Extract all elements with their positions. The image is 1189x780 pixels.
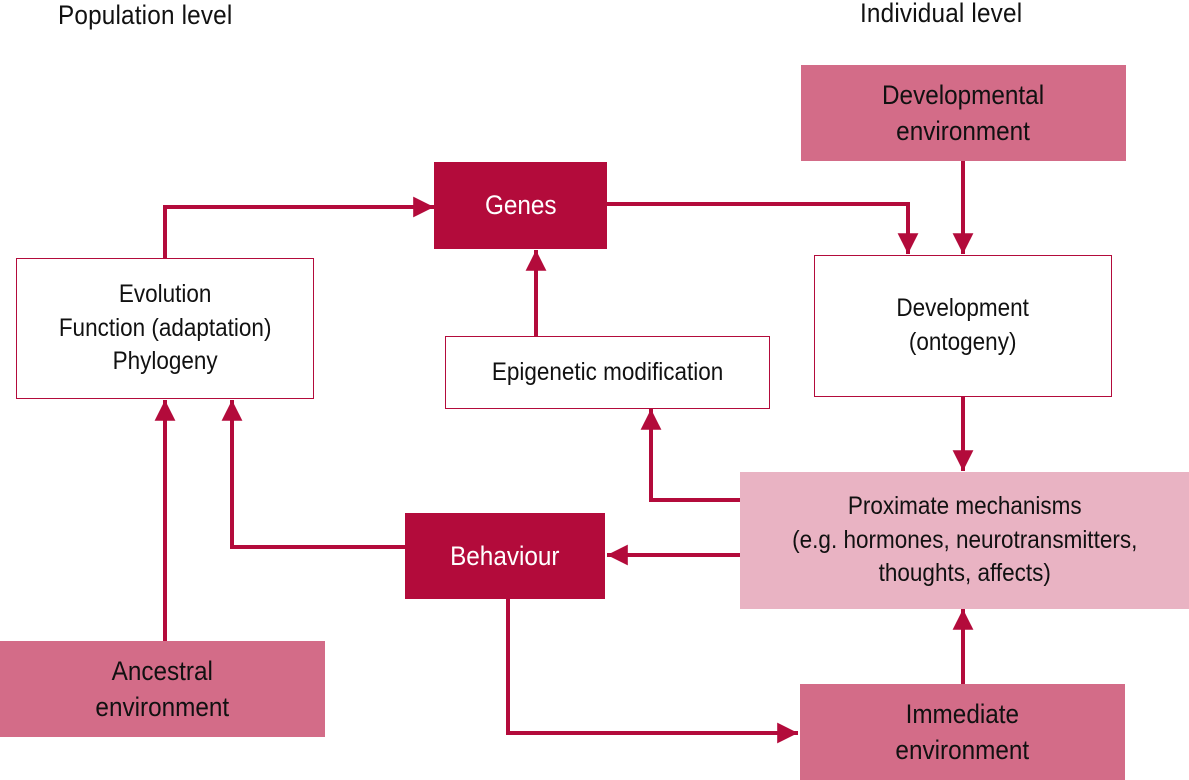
edge-proximate-to-epigenetic — [640, 409, 740, 502]
node-development-label: Development (ontogeny) — [896, 294, 1030, 356]
population-level-label: Population level — [58, 0, 233, 30]
node-development: Development (ontogeny) — [814, 255, 1112, 397]
node-genes: Genes — [434, 162, 607, 249]
node-immediate-environment-label: Immediate environment — [895, 698, 1030, 765]
edge-evolution-to-genes — [163, 196, 434, 258]
individual-level-label: Individual level — [860, 0, 1023, 28]
node-ancestral-environment-label: Ancestral environment — [95, 655, 230, 722]
edge-behaviour-to-immediate — [506, 598, 798, 744]
node-proximate-mechanisms-label: Proximate mechanisms (e.g. hormones, neu… — [791, 491, 1138, 588]
node-epigenetic-modification: Epigenetic modification — [445, 336, 770, 409]
edge-behaviour-to-evolution — [221, 400, 405, 549]
node-genes-label: Genes — [484, 190, 557, 221]
node-behaviour-label: Behaviour — [450, 540, 560, 571]
node-epigenetic-label: Epigenetic modification — [491, 357, 724, 386]
node-evolution: Evolution Function (adaptation) Phylogen… — [16, 258, 314, 399]
node-developmental-environment-label: Developmental environment — [882, 79, 1045, 146]
node-ancestral-environment: Ancestral environment — [0, 641, 325, 737]
node-developmental-environment: Developmental environment — [801, 65, 1126, 161]
node-evolution-label: Evolution Function (adaptation) Phylogen… — [58, 279, 272, 376]
node-behaviour: Behaviour — [405, 513, 605, 599]
edge-genes-to-development — [607, 202, 919, 254]
node-proximate-mechanisms: Proximate mechanisms (e.g. hormones, neu… — [740, 472, 1189, 609]
node-immediate-environment: Immediate environment — [800, 684, 1125, 780]
